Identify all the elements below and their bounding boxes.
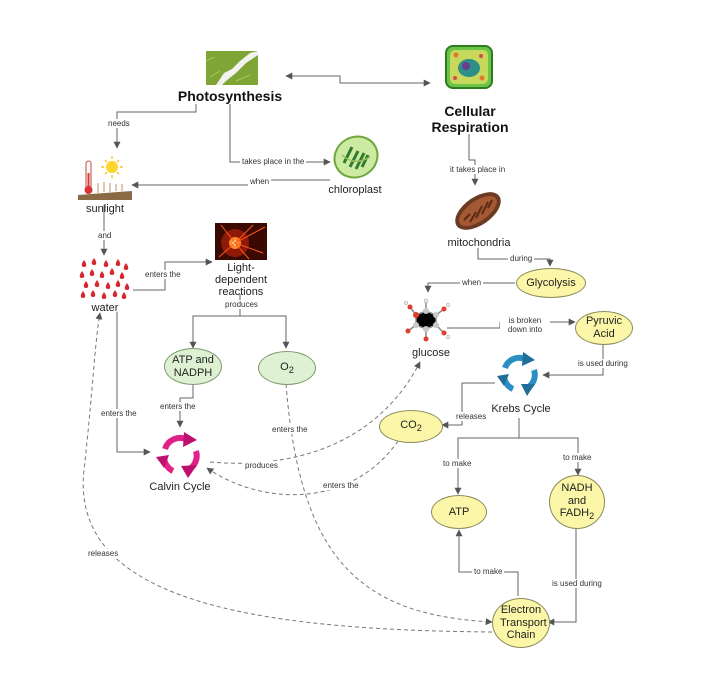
link-produces-light: produces [223, 300, 260, 309]
edge-resp-mito [468, 134, 479, 186]
water-drop [109, 268, 115, 275]
chloroplast-label[interactable]: chloroplast [328, 184, 382, 196]
edge-nadh-etc [547, 527, 577, 626]
link-to-make-etc: to make [472, 567, 505, 576]
light-dependent-label[interactable]: Light-dependent reactions [215, 262, 267, 298]
edge-photo-sunlight [113, 104, 197, 149]
sunlight-label[interactable]: sunlight [86, 203, 124, 215]
water-drop [83, 281, 89, 288]
link-takes-place-in-the: takes place in the [240, 157, 307, 166]
water-drop [90, 290, 96, 297]
link-when-glycolysis: when [460, 278, 484, 287]
etc-text: Electron Transport Chain [500, 604, 547, 642]
o2-text: O2 [280, 360, 294, 375]
link-when-sunlight: when [248, 177, 272, 186]
plant-cell-icon [445, 45, 493, 89]
water-drop [105, 282, 111, 289]
water-drop [115, 259, 121, 266]
link-produces-calvin: produces [243, 461, 280, 470]
krebs-cycle-label[interactable]: Krebs Cycle [491, 403, 551, 415]
water-drop [112, 290, 118, 297]
calvin-cycle-arrows-icon [156, 432, 200, 478]
edge-pyruvic-krebs [542, 342, 604, 379]
water-drop [99, 271, 105, 278]
photosynthesis-title[interactable]: Photosynthesis [177, 88, 283, 104]
link-is-broken-down-into: is broken down into [500, 316, 550, 334]
etc-node[interactable]: Electron Transport Chain [492, 598, 550, 648]
water-label[interactable]: water [91, 302, 119, 314]
link-is-used-during-pyruvic: is used during [576, 359, 630, 368]
edge-etc-water [82, 312, 493, 633]
water-drop [119, 272, 125, 279]
water-drop [101, 292, 107, 299]
krebs-cycle-arrows-icon [497, 352, 538, 396]
link-to-make-atp: to make [441, 459, 474, 468]
edge-calvin-glucose [209, 361, 421, 464]
atp-node[interactable]: ATP [431, 495, 487, 529]
pyruvic-acid-text: Pyruvic Acid [585, 315, 623, 340]
leaf-icon [206, 51, 258, 85]
link-enters-the-o2: enters the [270, 425, 310, 434]
glycolysis-text: Glycolysis [526, 276, 576, 289]
link-it-takes-place-in: it takes place in [448, 165, 508, 174]
water-drop [80, 291, 86, 298]
water-drop [103, 260, 109, 267]
link-and: and [96, 231, 114, 240]
chloroplast-icon [333, 135, 379, 179]
water-drop [121, 292, 127, 299]
link-enters-the-co2: enters the [321, 481, 361, 490]
atp-nadph-node[interactable]: ATP and NADPH [164, 348, 222, 385]
pyruvic-acid-node[interactable]: Pyruvic Acid [575, 311, 633, 345]
edge-photo-resp [285, 72, 431, 87]
water-drop [81, 260, 87, 267]
edge-photo-chloroplast [229, 104, 331, 166]
link-during: during [508, 254, 535, 263]
cellular-respiration-title[interactable]: Cellular Respiration [431, 103, 509, 135]
edge-o2-etc [285, 383, 493, 626]
link-needs: needs [106, 119, 132, 128]
glycolysis-node[interactable]: Glycolysis [516, 268, 586, 298]
edge-chloroplast-sunlight [131, 179, 330, 189]
water-drop [91, 258, 97, 265]
co2-node[interactable]: CO2 [379, 410, 443, 443]
light-burst-icon [215, 223, 267, 260]
edge-atp-calvin [176, 384, 194, 428]
edge-etc-atp [455, 529, 519, 596]
water-drop [94, 280, 100, 287]
mitochondria-label[interactable]: mitochondria [447, 237, 511, 249]
link-to-make-nadh: to make [561, 453, 594, 462]
link-releases-water: releases [86, 549, 121, 558]
link-enters-the-water-calvin: enters the [99, 409, 139, 418]
edge-glycolysis-glucose [424, 282, 515, 293]
water-drop [123, 263, 129, 270]
glucose-label[interactable]: glucose [412, 347, 450, 359]
edge-co2-calvin [206, 440, 399, 496]
glucose-molecule-icon [403, 298, 451, 342]
link-enters-the-light: enters the [143, 270, 183, 279]
water-drop [124, 283, 130, 290]
edge-water-calvin [116, 312, 151, 456]
atp-nadph-text: ATP and NADPH [172, 353, 214, 379]
co2-text: CO2 [400, 419, 422, 434]
atp-text: ATP [448, 505, 470, 518]
link-releases-co2: releases [454, 412, 489, 421]
water-drop [89, 269, 95, 276]
water-drop [79, 271, 85, 278]
link-enters-the-atp-nadph: enters the [158, 402, 198, 411]
edge-krebs-co2 [441, 382, 495, 429]
water-drop [115, 280, 121, 287]
calvin-cycle-label[interactable]: Calvin Cycle [149, 481, 211, 493]
o2-node[interactable]: O2 [258, 351, 316, 385]
mitochondria-icon [455, 192, 501, 230]
link-is-used-during-nadh: is used during [550, 579, 604, 588]
sunlight-thermometer-icon [78, 156, 132, 200]
water-drops-icon [79, 258, 130, 299]
